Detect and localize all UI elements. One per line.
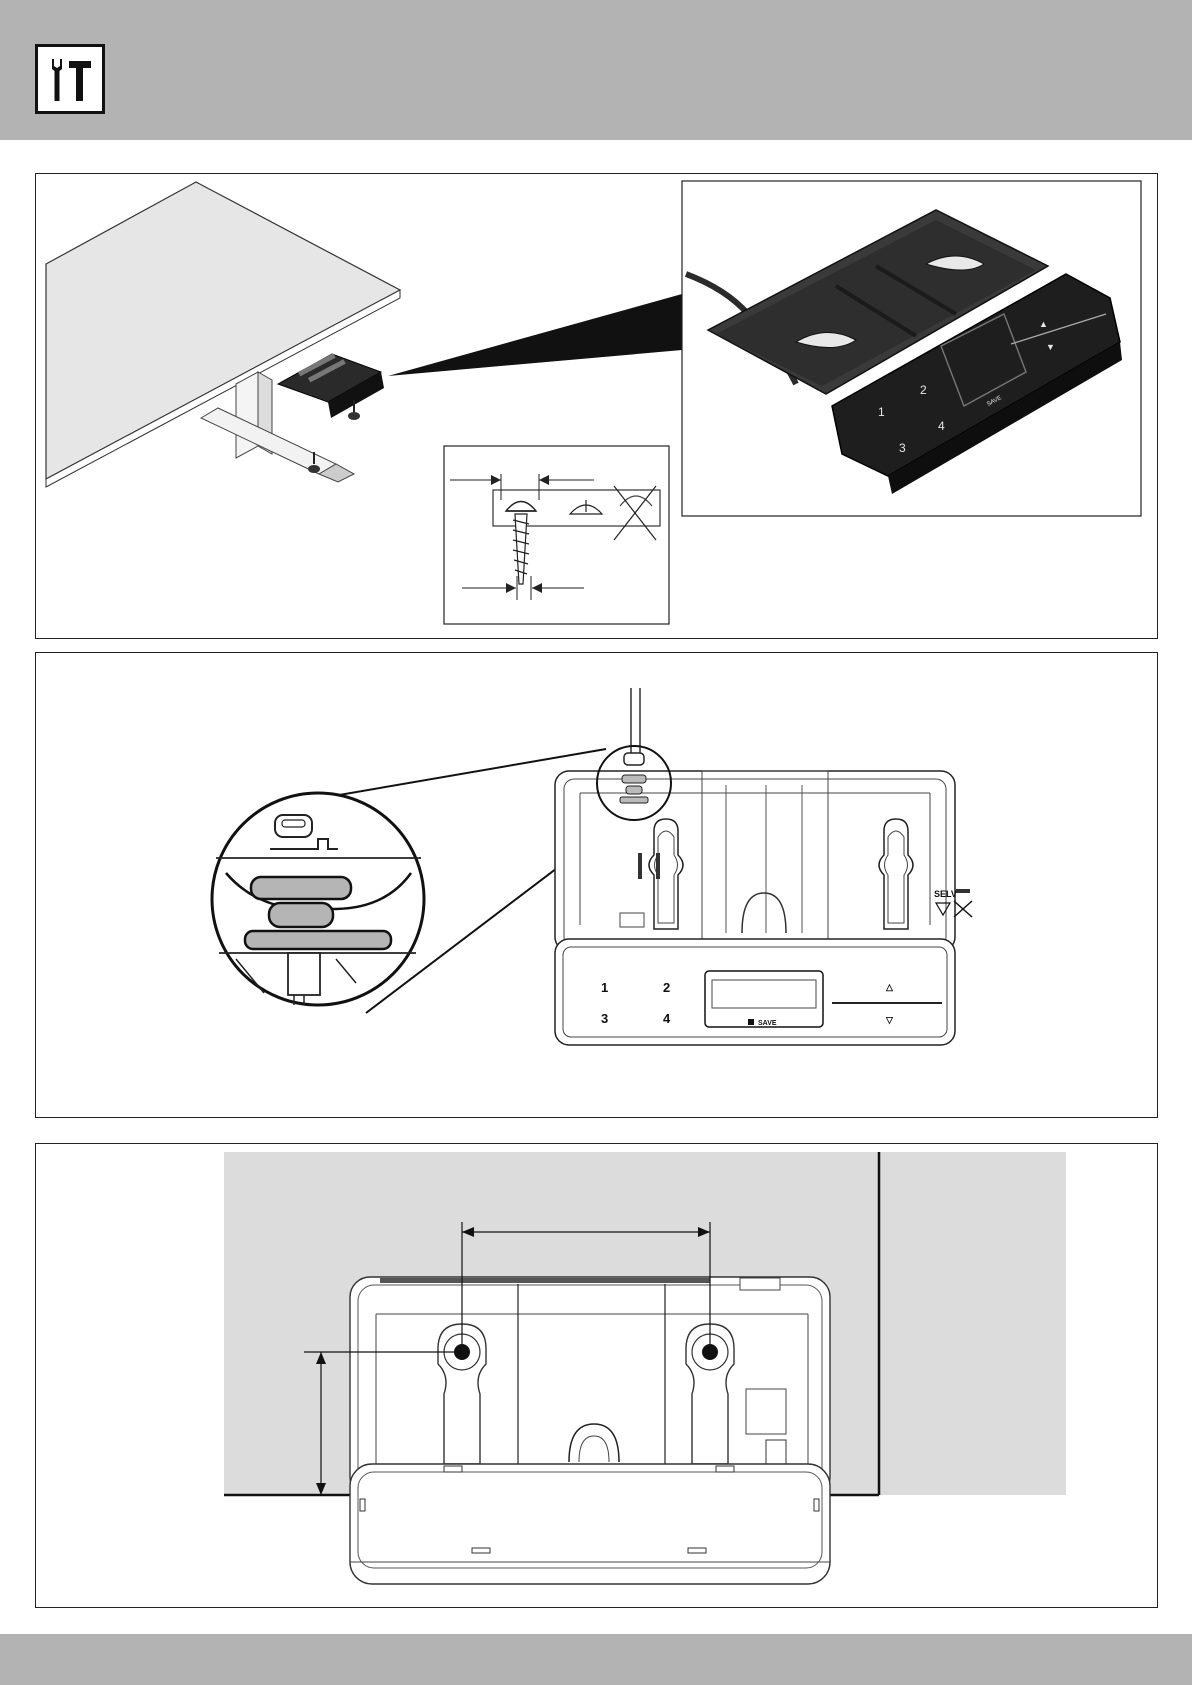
- key-4: 4: [938, 419, 945, 433]
- step-2-panel: SELV SAVE △ ▽ 1 2 3 4: [35, 652, 1158, 1118]
- down-arrow-icon: ▽: [885, 1015, 894, 1025]
- key-2: 2: [920, 383, 927, 397]
- step-3-panel: [35, 1143, 1158, 1608]
- handset-detail-inset: ▲ ▼ 1 2 3 4 SAVE: [682, 181, 1141, 516]
- key-3: 3: [899, 441, 906, 455]
- handset-front-view: SELV SAVE △ ▽ 1 2 3 4: [555, 746, 972, 1045]
- up-arrow-icon: △: [885, 982, 894, 992]
- key-1: 1: [878, 405, 885, 419]
- up-arrow-icon: ▲: [1039, 319, 1048, 329]
- step-1-panel: ▲ ▼ 1 2 3 4 SAVE: [35, 173, 1158, 639]
- key-2: 2: [663, 980, 670, 995]
- header-band: [0, 0, 1192, 140]
- key-4: 4: [663, 1011, 671, 1026]
- down-arrow-icon: ▼: [1046, 342, 1055, 352]
- selv-marking: SELV: [934, 889, 957, 899]
- footer-band: [0, 1634, 1192, 1685]
- cable-strain-relief-detail: [212, 793, 424, 1005]
- handset-back-view: [350, 1277, 830, 1584]
- save-label: SAVE: [758, 1020, 777, 1027]
- screw-specification-inset: [444, 446, 669, 624]
- tools-icon: [35, 44, 105, 114]
- handset-under-desk: [278, 353, 384, 418]
- desk-illustration: [46, 182, 682, 487]
- key-1: 1: [601, 980, 608, 995]
- key-3: 3: [601, 1011, 608, 1026]
